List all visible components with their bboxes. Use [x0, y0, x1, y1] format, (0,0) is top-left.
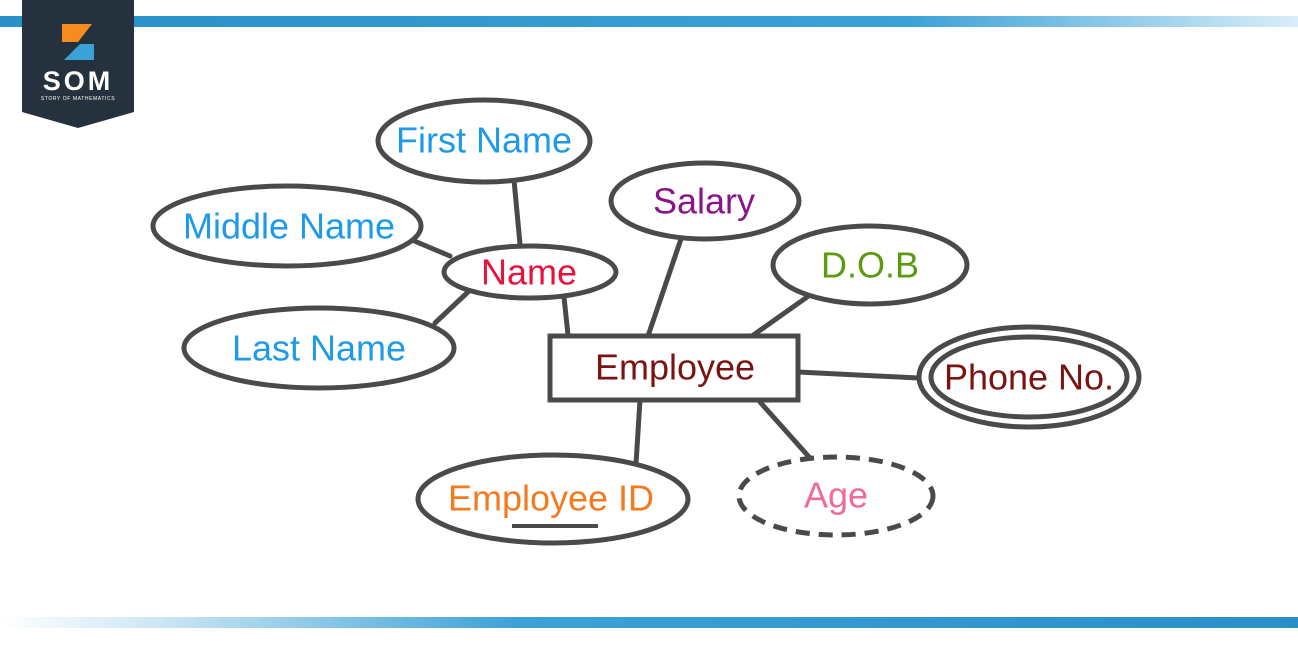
- attr-middle-name-label: Middle Name: [183, 206, 395, 247]
- edge-employeeid-employee: [633, 397, 643, 467]
- som-logo: SOM STORY OF MATHEMATICS: [22, 0, 134, 128]
- edge-middlename-name: [409, 237, 453, 259]
- attr-name-ellipse: [441, 243, 619, 301]
- edge-dob-employee: [749, 292, 813, 339]
- logo-full-name: STORY OF MATHEMATICS: [40, 96, 116, 102]
- edge-firstname-name: [511, 177, 523, 247]
- attr-middle-name-ellipse: [150, 183, 424, 269]
- attr-dob-ellipse: [770, 223, 970, 307]
- attr-first-name-ellipse: [375, 97, 593, 185]
- attr-first-name-label: First Name: [396, 120, 572, 161]
- attr-phone-inner-ellipse: [928, 334, 1130, 420]
- attr-dob-label: D.O.B: [821, 245, 919, 286]
- attr-name-label: Name: [481, 252, 577, 293]
- logo-abbreviation: SOM: [42, 66, 114, 96]
- attr-last-name-label: Last Name: [232, 328, 406, 369]
- entity-employee-box: [547, 333, 801, 403]
- attr-age-ellipse: [736, 454, 936, 538]
- top-stripe: [0, 16, 1298, 27]
- bottom-stripe: [0, 617, 1298, 628]
- attr-salary-label: Salary: [653, 181, 755, 222]
- edge-age-employee: [757, 399, 813, 461]
- attr-last-name-ellipse: [181, 305, 457, 391]
- edge-lastname-name: [432, 289, 471, 326]
- attr-phone-label: Phone No.: [944, 357, 1114, 398]
- entity-employee-label: Employee: [595, 347, 755, 388]
- edge-name-employee: [561, 294, 571, 338]
- logo-badge: [22, 0, 134, 128]
- attr-employee-id-ellipse: [415, 452, 691, 546]
- attr-salary-ellipse: [608, 160, 802, 242]
- edge-phone-employee: [795, 369, 921, 381]
- attr-age-label: Age: [804, 475, 868, 516]
- attr-employee-id-label: Employee ID: [448, 478, 654, 519]
- edge-salary-employee: [645, 233, 685, 339]
